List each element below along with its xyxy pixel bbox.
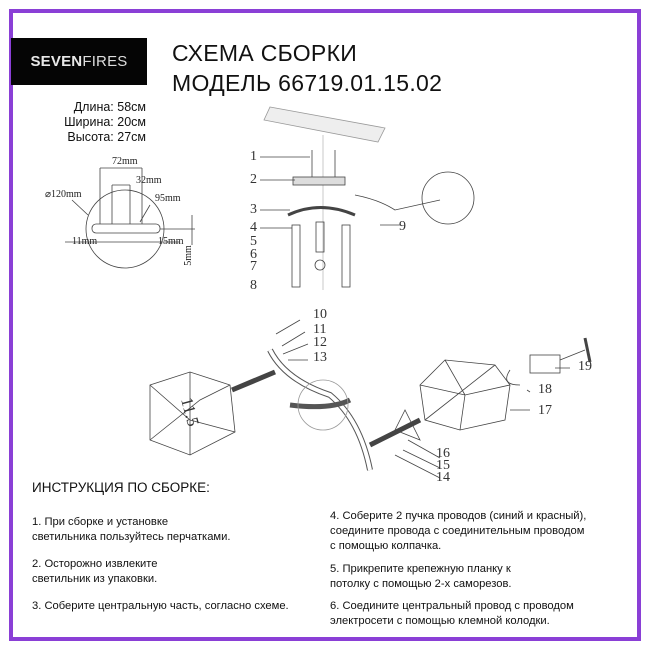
step-6: 6. Соедините центральный провод с провод… [330,600,574,627]
part-label: 1 [250,149,257,164]
part-label: 7 [250,259,257,274]
part-label: 10 [313,307,327,322]
dim-32: 32mm [136,175,162,186]
part-label: 12 [313,335,327,350]
instructions-header: ИНСТРУКЦИЯ ПО СБОРКЕ: [32,480,210,495]
part-label: 17 [538,403,552,418]
part-label: 9 [399,219,406,234]
dim-95: 95mm [155,193,181,204]
model-line: МОДЕЛЬ 66719.01.15.02 [172,70,443,96]
part-label: 4 [250,220,257,235]
dim-15: 15mm [158,236,184,247]
dim-diameter: ⌀120mm [45,189,82,200]
part-label: 5 [250,234,257,249]
width: Ширина: 20см [64,115,146,129]
part-label: 19 [578,359,592,374]
dim-72: 72mm [112,156,138,167]
canopy-outline [85,189,165,269]
part-label: 8 [250,278,257,293]
step-4: 4. Соберите 2 пучка проводов (синий и кр… [330,510,587,552]
part-label: 3 [250,202,257,217]
part-label: 6 [250,247,257,262]
part-label: 11 [313,322,327,337]
step-3: 3. Соберите центральную часть, согласно … [32,600,289,612]
length: Длина: 58см [73,100,146,114]
part-label: 16 [436,446,450,461]
part-label: 14 [436,470,450,485]
part-label: 2 [250,172,257,187]
part-label: 15 [436,458,450,473]
terminal-block-detail [421,171,475,225]
part-label: 13 [313,350,327,365]
height: Высота: 27см [67,130,146,144]
ceiling-hatch [263,106,386,143]
page-title: СХЕМА СБОРКИ МОДЕЛЬ 66719.01.15.02 [172,38,442,98]
dimensions: Длина: 58см Ширина: 20см Высота: 27см [20,100,146,145]
title-line: СХЕМА СБОРКИ [172,40,358,66]
page-border [9,9,641,641]
right-shade [419,359,511,431]
dim-5: 5mm [182,245,194,266]
part-label: 18 [538,382,552,397]
dim-11: 11mm [72,236,98,247]
